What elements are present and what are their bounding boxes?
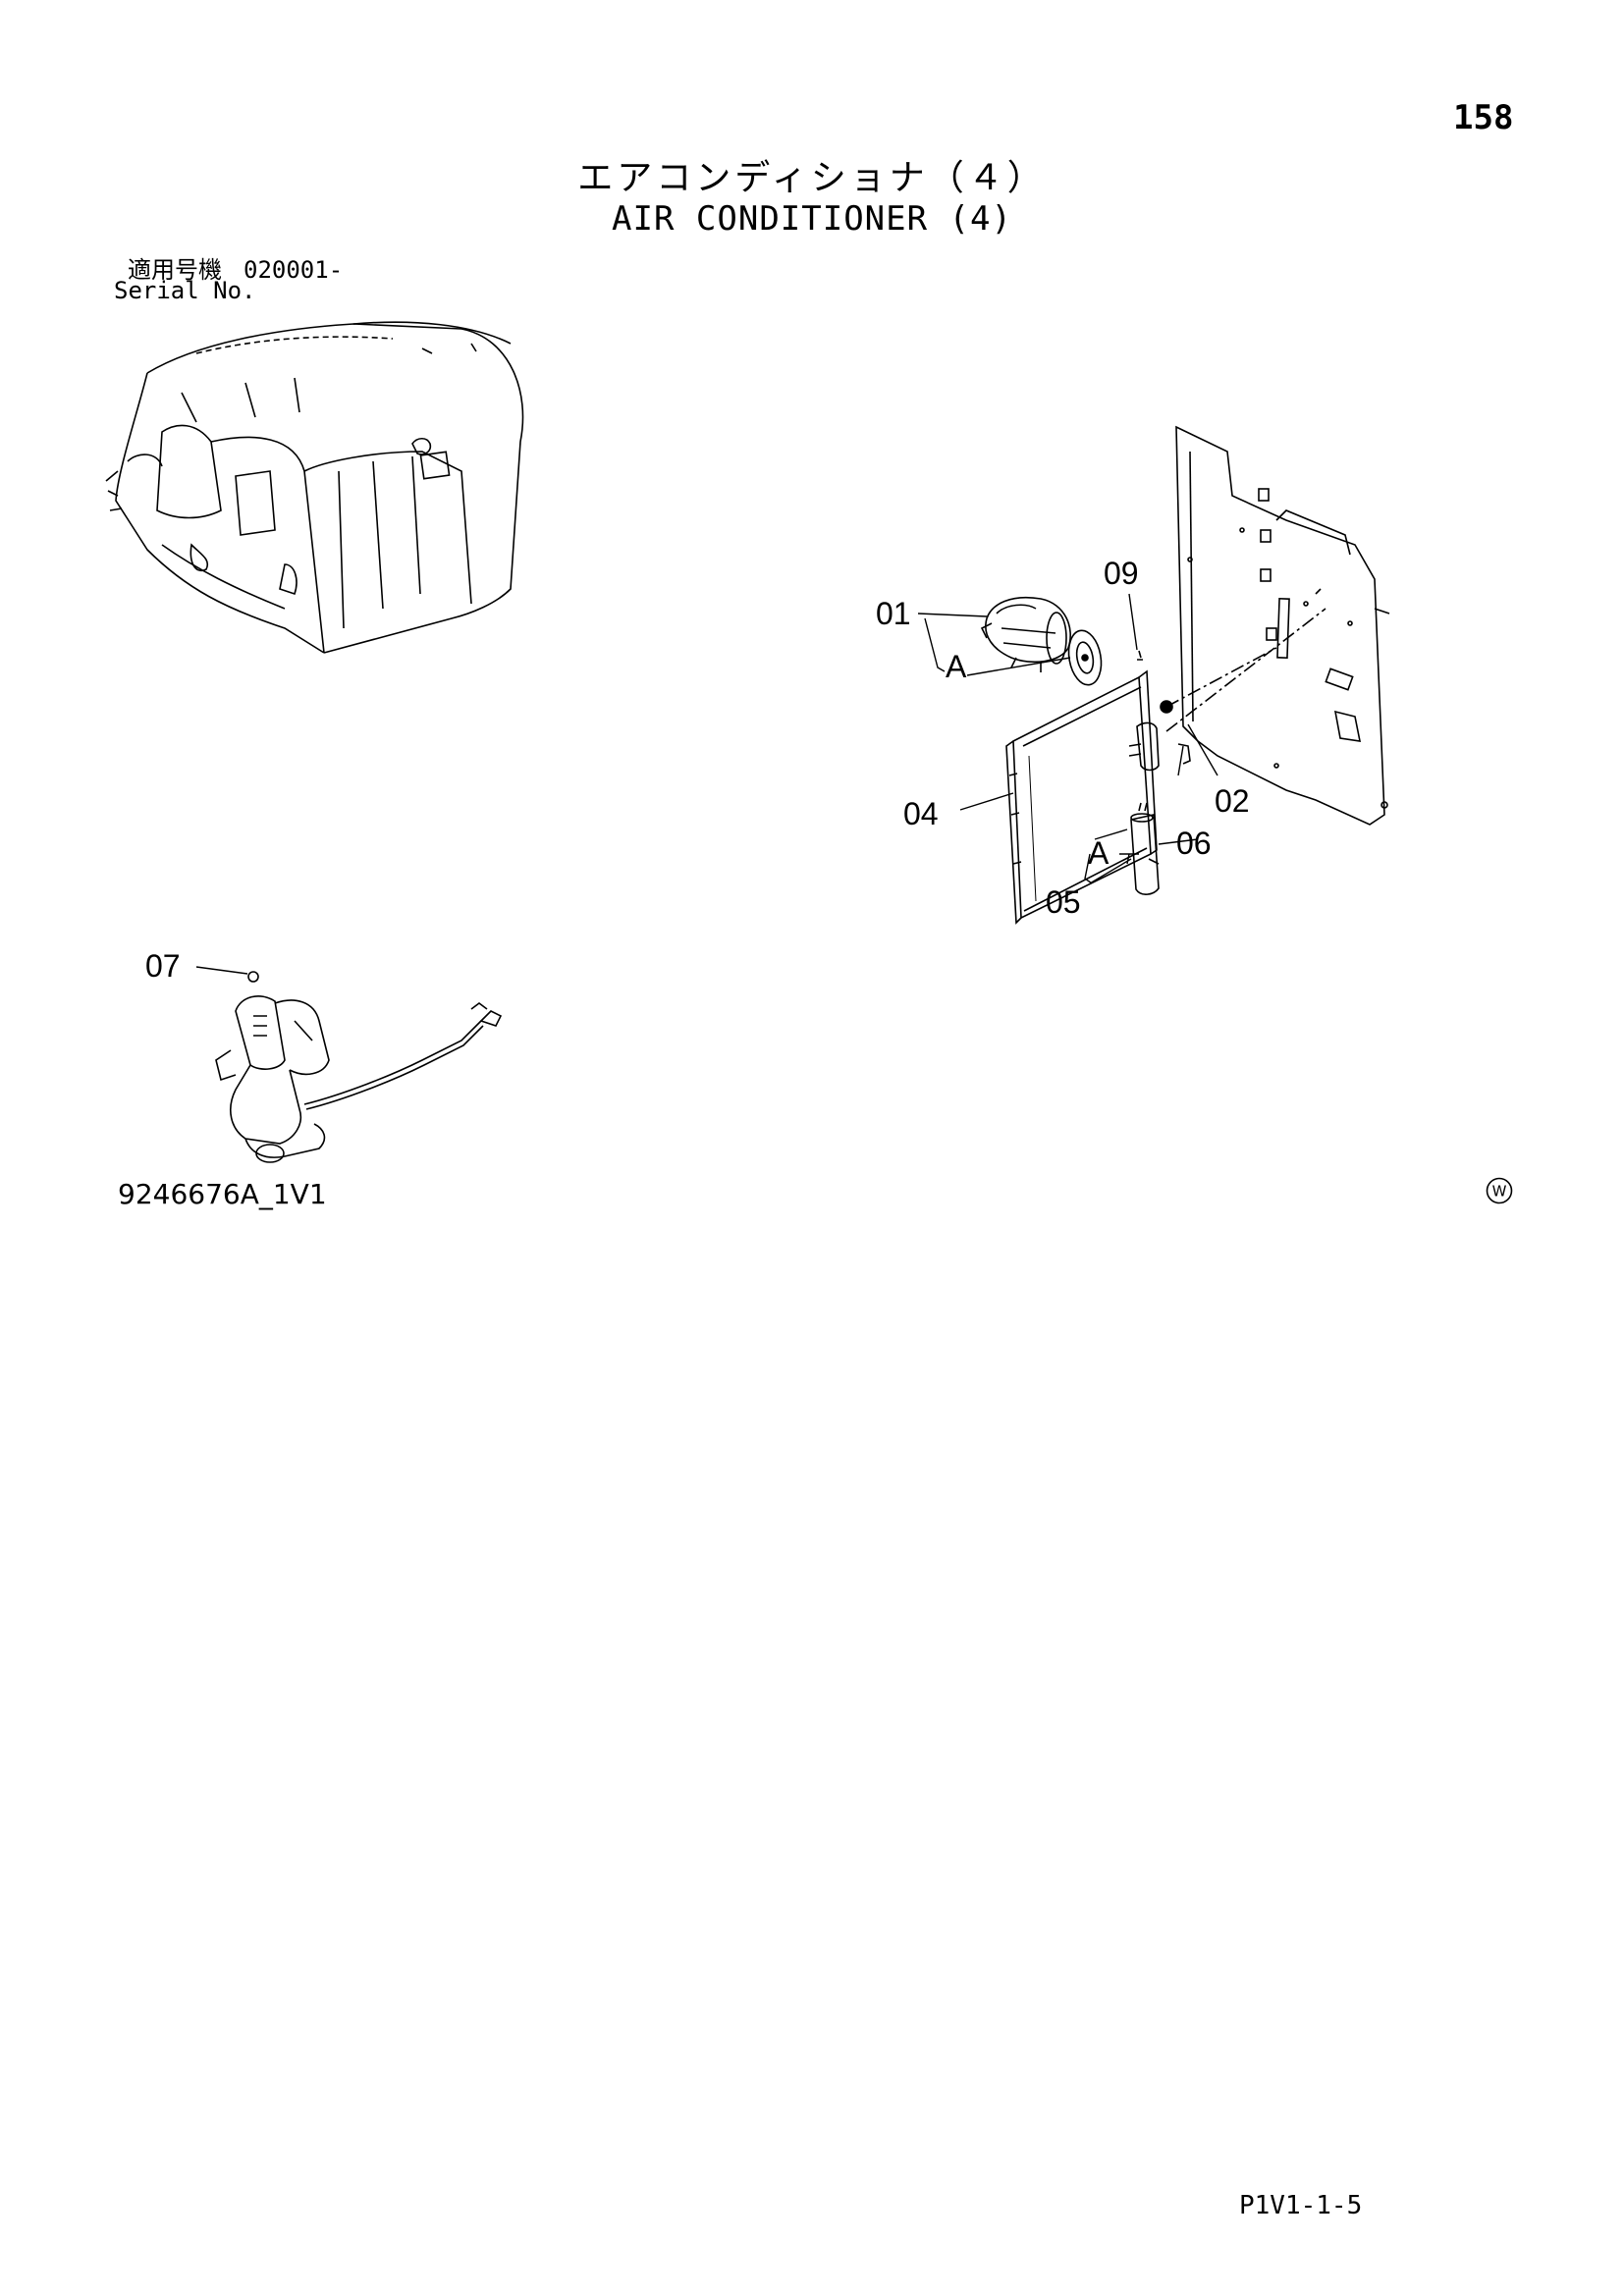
callout-06: 06 bbox=[1176, 826, 1212, 861]
serial-value: 020001- bbox=[244, 256, 344, 284]
callout-02: 02 bbox=[1215, 783, 1250, 819]
callout-09: 09 bbox=[1104, 556, 1139, 591]
callout-leaders bbox=[195, 593, 1218, 975]
blower-duct-illustration bbox=[215, 971, 503, 1163]
cab-overview-illustration bbox=[105, 321, 524, 654]
footer-code: P1V1-1-5 bbox=[1239, 2191, 1363, 2220]
watermark-w-icon: W bbox=[1486, 1177, 1513, 1204]
callout-01: 01 bbox=[876, 596, 911, 631]
callout-05: 05 bbox=[1046, 884, 1081, 920]
callout-04: 04 bbox=[903, 796, 939, 831]
page-title-jp: エアコンディショナ（４） bbox=[577, 158, 1047, 198]
condenser-assembly-illustration bbox=[980, 425, 1390, 925]
serial-label-en: Serial No. bbox=[114, 277, 256, 304]
watermark-letter: W bbox=[1492, 1183, 1507, 1201]
page-number: 158 bbox=[1453, 98, 1514, 137]
callout-a-upper: A bbox=[946, 649, 967, 684]
serial-label-jp: 適用号機 bbox=[128, 256, 222, 284]
serial-label-row: 適用号機 020001- bbox=[128, 250, 343, 285]
drawing-code: 9246676A_1V1 bbox=[118, 1178, 327, 1210]
callout-07: 07 bbox=[145, 948, 181, 984]
page-title-en: AIR CONDITIONER (4) bbox=[612, 199, 1012, 239]
callout-a-lower: A bbox=[1088, 835, 1110, 871]
